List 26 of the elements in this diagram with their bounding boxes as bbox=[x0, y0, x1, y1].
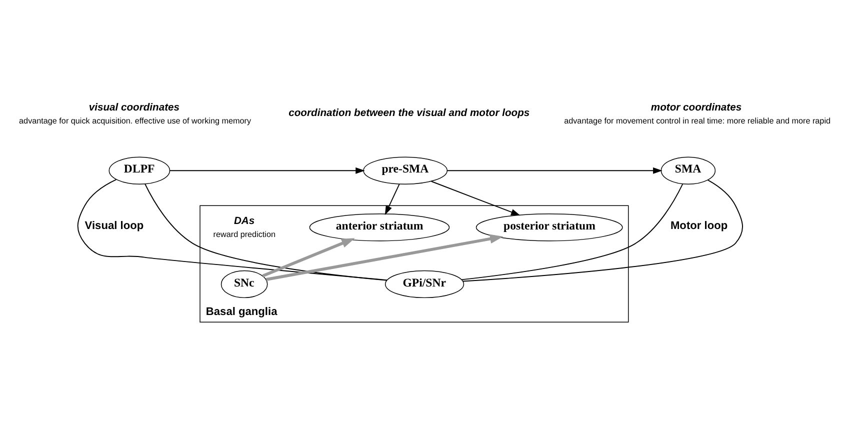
connector bbox=[462, 179, 743, 282]
node-ellipse: SMA bbox=[660, 156, 716, 184]
node-label: coordination between the visual and motor loops bbox=[288, 108, 530, 119]
connector bbox=[144, 183, 388, 280]
arrow bbox=[446, 166, 662, 174]
arrow bbox=[262, 238, 355, 277]
node-ellipse: GPi/SNr bbox=[384, 270, 464, 298]
node-label: reward prediction bbox=[213, 229, 276, 238]
node-ellipse: SNc bbox=[220, 270, 268, 298]
node-ellipse: anterior striatum bbox=[309, 213, 450, 241]
node-ellipse: posterior striatum bbox=[476, 213, 623, 241]
arrow bbox=[384, 183, 400, 215]
connector bbox=[461, 183, 684, 280]
node-label: advantage for movement control in real time: more reliable and more rapid bbox=[564, 116, 831, 125]
node-ellipse: pre-SMA bbox=[363, 156, 448, 184]
connector bbox=[77, 178, 388, 280]
edge-label: Visual loop bbox=[84, 220, 144, 232]
node-ellipse: DLPF bbox=[108, 156, 170, 184]
arrow bbox=[266, 234, 504, 280]
edge-label: Motor loop bbox=[670, 220, 728, 232]
arrow bbox=[430, 180, 520, 216]
node-label: DAs bbox=[234, 215, 255, 226]
arrow bbox=[169, 166, 365, 174]
node-label: motor coordinates bbox=[650, 102, 742, 113]
node-label: visual coordinates bbox=[88, 102, 180, 113]
node-label: advantage for quick acquisition. effective use of working memory bbox=[19, 116, 252, 125]
